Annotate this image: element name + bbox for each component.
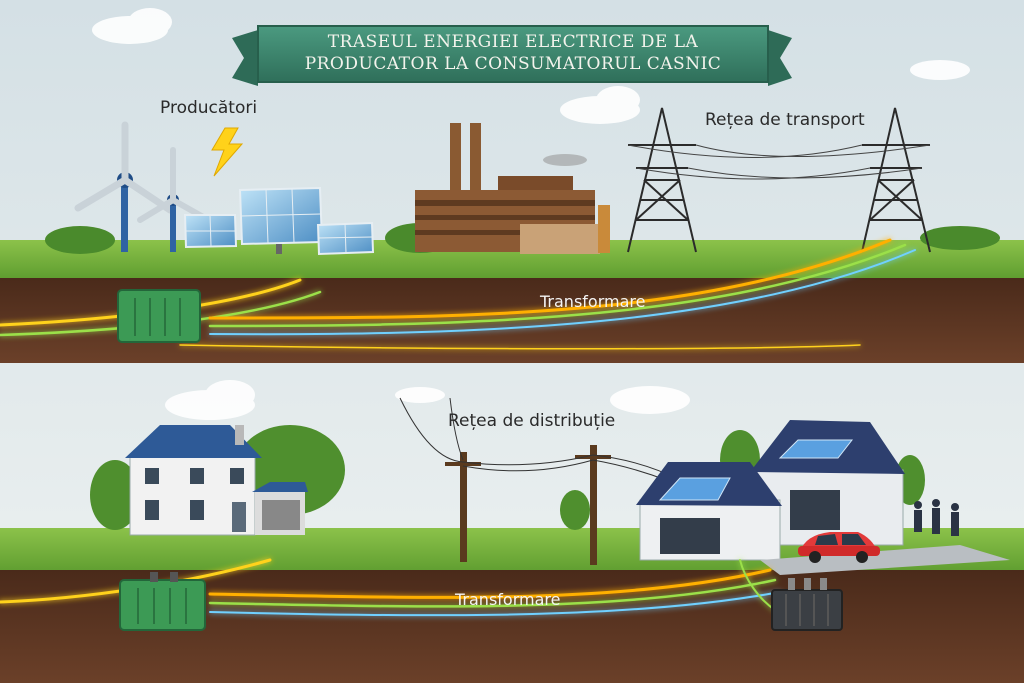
house-icon (125, 425, 308, 536)
transmission-tower-icon (861, 107, 931, 253)
title-banner-text: TRASEUL ENERGIEI ELECTRICE DE LA PRODUCA… (258, 26, 768, 82)
producers-label: Producători (160, 98, 258, 118)
house-icon (636, 462, 782, 561)
title-line-2: PRODUCATOR LA CONSUMATORUL CASNIC (304, 54, 722, 74)
power-lines (627, 144, 931, 180)
cloud-icon (92, 8, 970, 420)
electric-car-icon (798, 532, 880, 563)
transformation-label-top: Transformare (540, 292, 646, 311)
driveway (760, 545, 1010, 575)
connector-cables (399, 347, 453, 401)
solar-panel-icon (183, 214, 238, 249)
transport-network-label: Rețea de transport (705, 110, 865, 130)
lightning-icon (211, 127, 244, 177)
power-plant-icon (415, 123, 610, 254)
energy-flow-top (0, 238, 916, 350)
title-line-1: TRASEUL ENERGIEI ELECTRICE DE LA (327, 32, 699, 52)
transformer-icon (119, 572, 206, 631)
distribution-network-label: Rețea de distribuție (448, 411, 616, 431)
solar-panel-icon (316, 221, 375, 256)
transmission-tower-icon (627, 107, 697, 253)
transformation-label-bottom: Transformare (455, 590, 561, 609)
title-banner (232, 25, 792, 86)
people-icon (914, 499, 959, 536)
distribution-transformer-icon (771, 578, 843, 631)
transformer-icon (117, 289, 201, 343)
utility-pole-icon (445, 445, 611, 565)
